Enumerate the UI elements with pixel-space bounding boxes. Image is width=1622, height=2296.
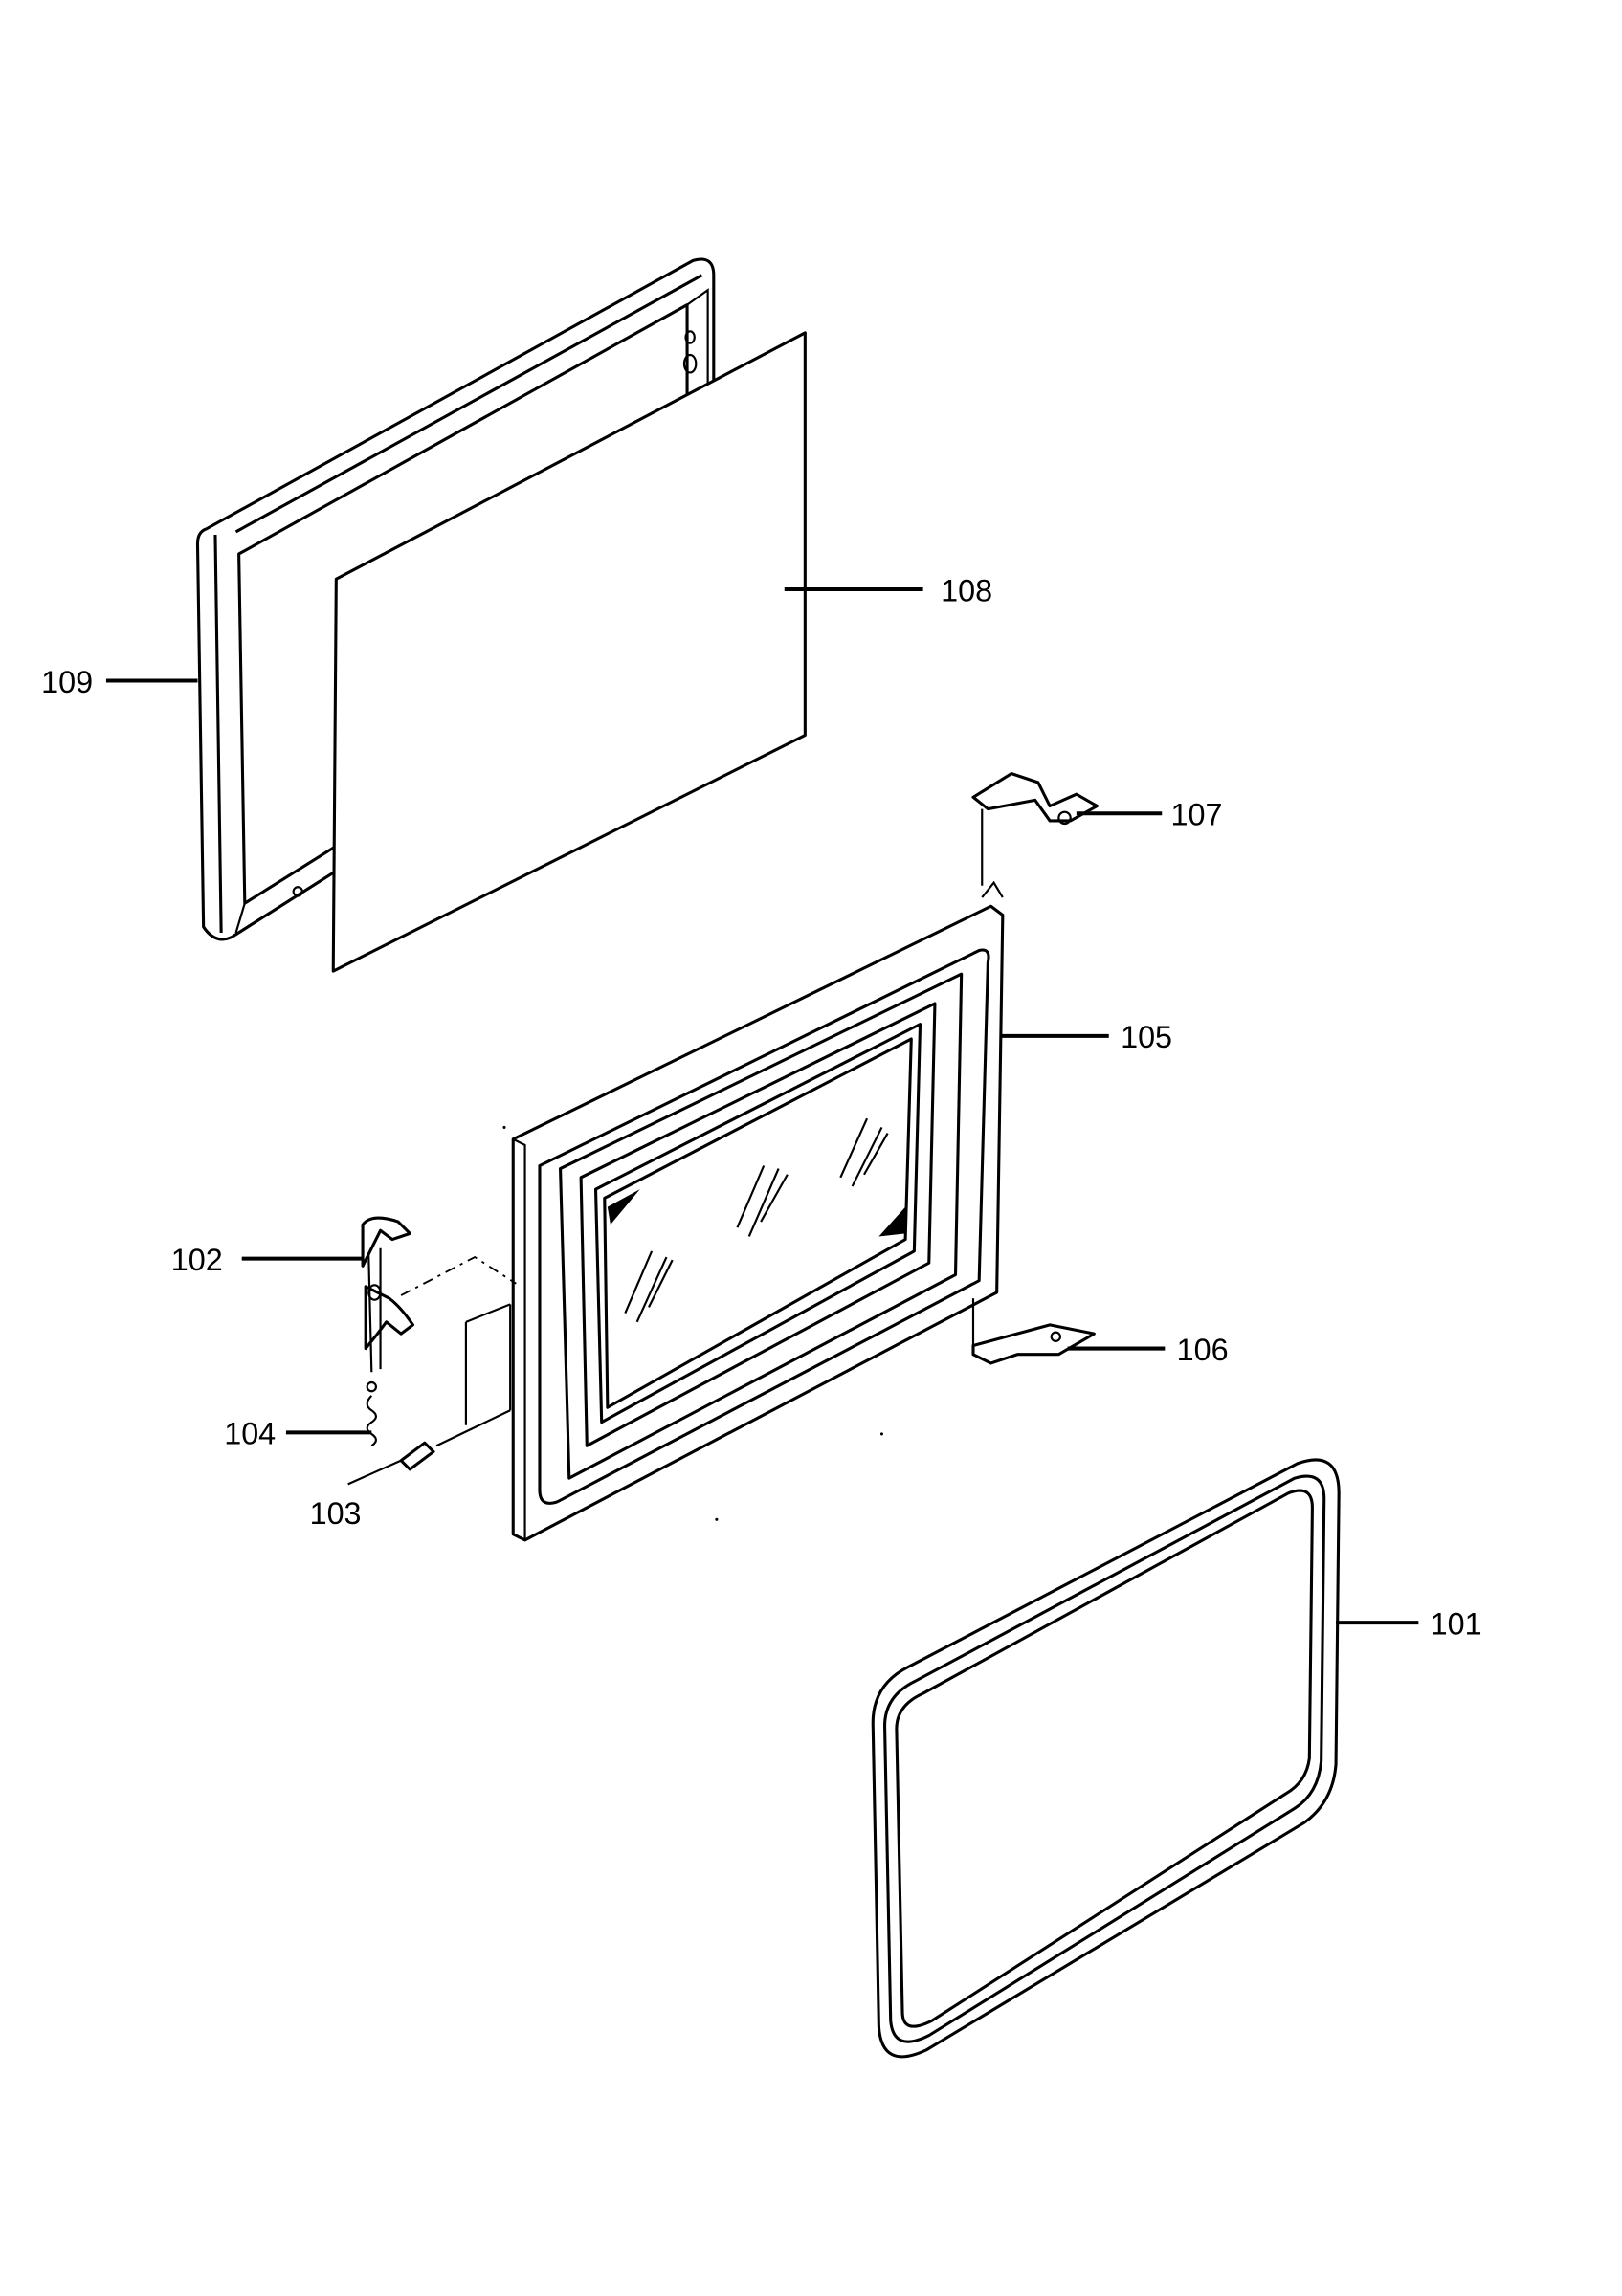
callout-105: 105 [1121, 1020, 1172, 1054]
part-108-glass-pane [331, 331, 807, 973]
scan-specks [502, 1125, 884, 1521]
callout-108: 108 [941, 573, 992, 607]
part-103-pin [347, 1441, 435, 1486]
callout-labels: 109 108 107 105 102 106 104 103 101 [41, 573, 1482, 1641]
part-101-door-seal [871, 1458, 1341, 2059]
part-105-inner-door [511, 880, 1005, 1542]
part-106-lower-hinge [971, 1298, 1096, 1365]
callout-106: 106 [1177, 1333, 1229, 1367]
callout-103: 103 [310, 1496, 362, 1531]
callout-109: 109 [41, 665, 93, 699]
callout-102: 102 [171, 1243, 223, 1277]
assembly-guide-lines [400, 1255, 517, 1447]
callout-107: 107 [1170, 798, 1222, 832]
leader-lines [105, 586, 1419, 1625]
part-107-upper-hinge [971, 772, 1099, 886]
part-104-spring [366, 1380, 378, 1447]
callout-104: 104 [224, 1417, 276, 1451]
part-102-latch-hooks [361, 1216, 414, 1373]
callout-101: 101 [1431, 1607, 1482, 1642]
